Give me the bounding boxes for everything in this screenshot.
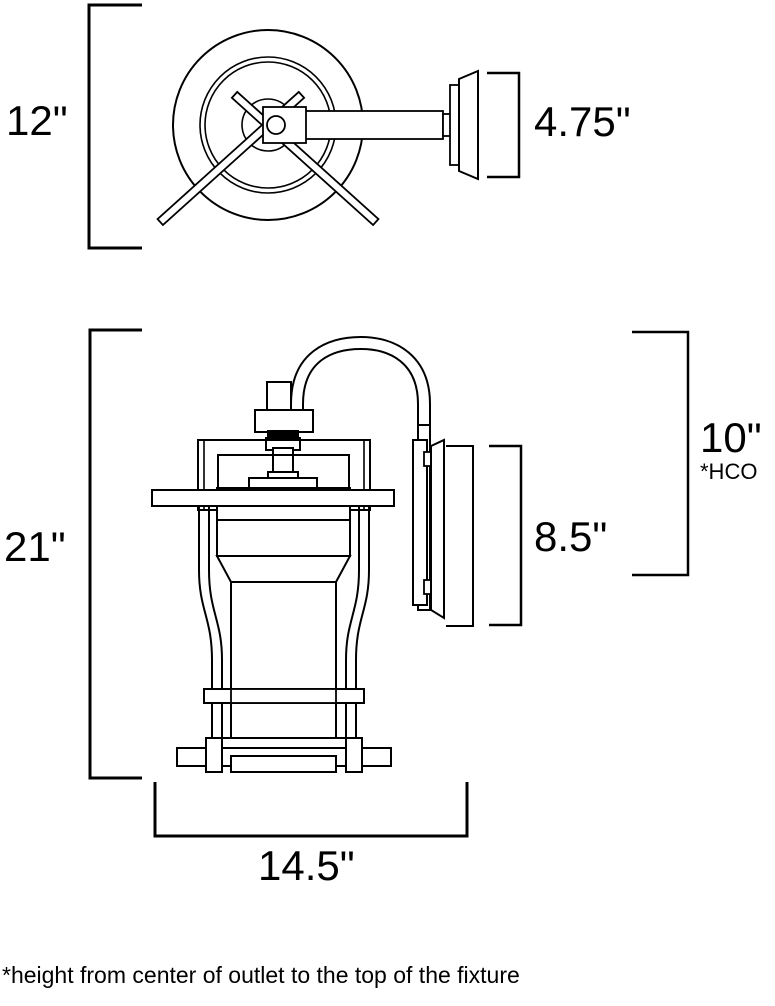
footnote-text: *height from center of outlet to the top…: [2, 962, 520, 988]
side-rail-left-outer: [198, 506, 213, 768]
dimension-label-top-height: 12": [6, 97, 68, 144]
dimension-label-overall-width: 14.5": [258, 842, 355, 889]
dimension-label-outlet-height: 10": [700, 414, 762, 461]
glass-taper-shoulder: [215, 555, 352, 583]
dim-bracket-21: [88, 328, 142, 780]
base-foot-left: [205, 737, 223, 773]
top-view-group: [156, 29, 479, 227]
gooseneck-arm-inner: [302, 347, 419, 470]
finial-knob: [266, 381, 292, 411]
base-lower-bar: [230, 755, 337, 773]
finial-plate: [254, 409, 314, 433]
top-view-center-hole: [266, 115, 286, 135]
dim-bracket-4-75: [487, 71, 521, 179]
gooseneck-arm-outer: [290, 335, 431, 470]
dim-bracket-14-5: [153, 782, 469, 838]
mid-band-center: [230, 688, 337, 704]
dim-bracket-10: [632, 330, 690, 577]
dim-bracket-12: [87, 3, 142, 250]
dimension-label-overall-height: 21": [4, 523, 66, 570]
glass-top-band: [216, 505, 351, 521]
dimension-label-backplate-depth: 4.75": [534, 98, 631, 145]
dimension-label-outlet-height-note: *HCO: [700, 459, 758, 484]
top-view-backplate-inner: [449, 84, 460, 166]
side-rail-right-outer: [355, 506, 370, 768]
side-rail-left-inner: [208, 506, 223, 768]
glass-lower-body: [230, 581, 337, 751]
side-rail-right-inner: [345, 506, 360, 768]
side-backplate-inner-rect: [412, 439, 428, 606]
base-foot-right: [345, 737, 363, 773]
side-backplate-face: [446, 445, 474, 627]
top-view-backplate-taper: [458, 69, 479, 181]
dimension-label-backplate-height: 8.5": [534, 513, 608, 560]
side-backplate-taper: [430, 438, 445, 620]
side-view-group: [151, 335, 474, 773]
top-crossbar-shelf: [151, 489, 395, 507]
glass-upper-panel: [216, 519, 351, 557]
dim-bracket-8-5: [489, 444, 523, 627]
